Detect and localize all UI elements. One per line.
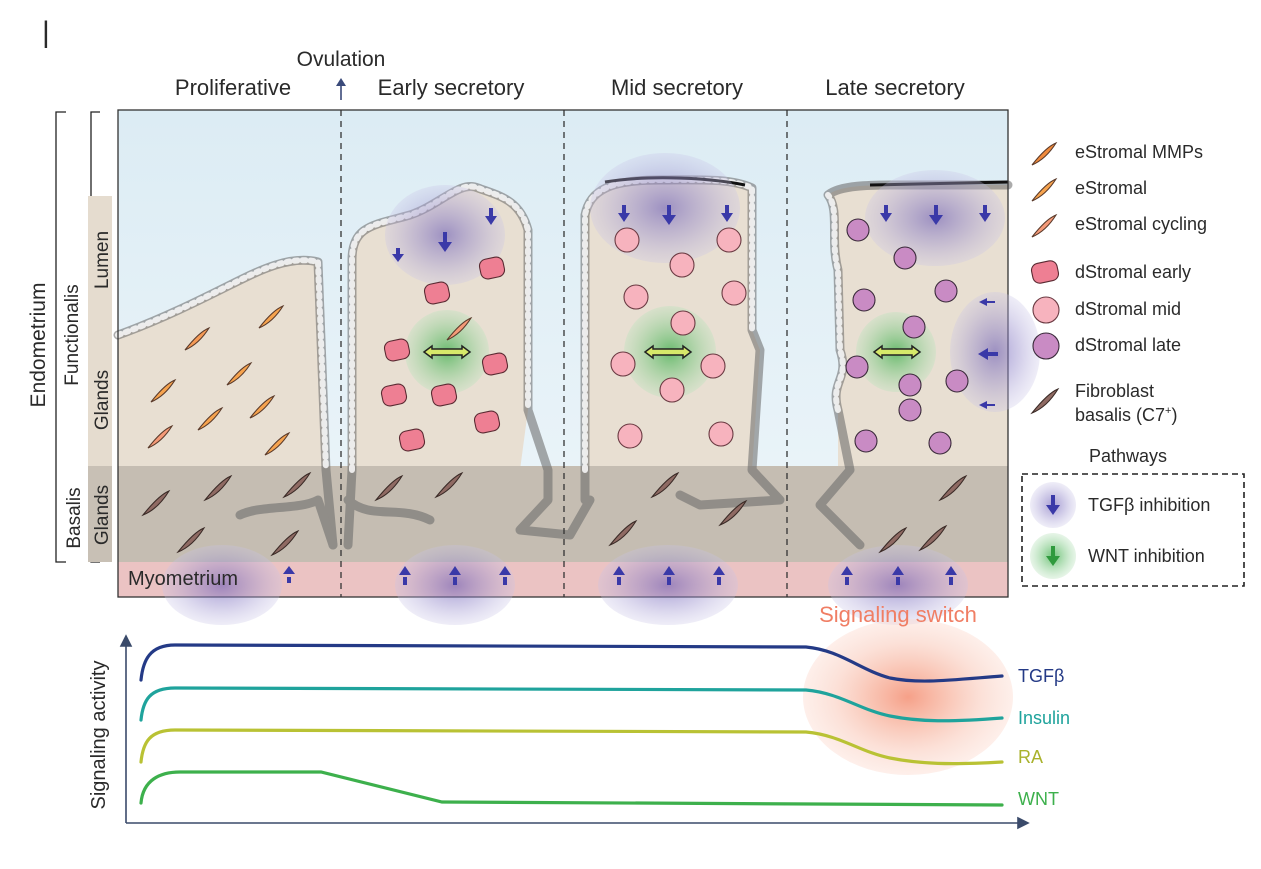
phase-late-secretory: Late secretory [825,75,964,100]
label-band-basalis [88,466,112,562]
dstromal-early-cells [380,256,509,452]
svg-text:dStromal mid: dStromal mid [1075,299,1181,319]
legend-item-dstromal-mid: dStromal mid [1032,296,1181,324]
label-band-functionalis [88,196,112,466]
panel-marker: | [42,16,50,49]
estromal-cells [147,304,473,456]
glands-label-upper: Glands [92,370,113,430]
cell-legend: eStromal MMPs eStromal eStromal cycling … [1030,141,1207,425]
myometrium-label: Myometrium [128,568,238,590]
phase-proliferative: Proliferative [175,75,291,100]
pathways-title: Pathways [1089,446,1167,466]
tgfb-inhibition-icon [1030,482,1076,528]
estromal-cell-icon [1031,177,1058,202]
lumen-label: Lumen [92,231,113,289]
basalis-label: Basalis [64,487,85,548]
functionalis-label: Functionalis [62,284,83,385]
svg-text:dStromal early: dStromal early [1075,262,1191,282]
tissue-panel [113,109,1040,625]
signaling-chart: Signaling switch Signaling activity TGFβ… [88,602,1070,830]
series-line-tgfb [139,643,1004,683]
phase-early-secretory: Early secretory [378,75,525,100]
legend-item-tgfb-inhibition: TGFβ inhibition [1030,482,1210,528]
estromal-cycling-cell-icon [1031,213,1058,238]
signaling-switch-zone [803,619,1013,775]
legend-item-estromal: eStromal [1031,177,1147,202]
legend-item-wnt-inhibition: WNT inhibition [1030,533,1205,579]
dstromal-mid-cells [610,227,747,449]
legend-item-estromal-mmps: eStromal MMPs [1031,141,1203,166]
series-line-insulin [139,686,1004,723]
dstromal-early-cell-icon [1030,260,1060,284]
svg-text:eStromal cycling: eStromal cycling [1075,214,1207,234]
svg-text:eStromal: eStromal [1075,178,1147,198]
y-axis-label: Signaling activity [88,661,110,810]
svg-text:basalis (C7+): basalis (C7+) [1075,405,1177,425]
endometrium-label: Endometrium [27,283,50,408]
series-line-ra [139,728,1004,766]
svg-text:Fibroblast: Fibroblast [1075,381,1154,401]
fibroblast-cells [141,471,968,557]
series-label-ra: RA [1018,747,1043,767]
wnt-inhibition-icon [1030,533,1076,579]
dstromal-late-cell-icon [1032,332,1060,360]
dstromal-mid-cell-icon [1032,296,1060,324]
estromal-mmps-cell-icon [1031,141,1058,166]
legend-item-dstromal-late: dStromal late [1032,332,1181,360]
dstromal-late-cells [845,218,969,455]
svg-text:TGFβ inhibition: TGFβ inhibition [1088,495,1210,515]
svg-text:eStromal MMPs: eStromal MMPs [1075,142,1203,162]
fibroblast-cell-icon [1030,387,1060,415]
signaling-switch-label: Signaling switch [819,602,977,627]
legend-item-dstromal-early: dStromal early [1030,260,1191,284]
glands-label-lower: Glands [92,485,113,545]
svg-text:WNT inhibition: WNT inhibition [1088,546,1205,566]
endometrium-bracket [55,111,66,563]
ovulation-label: Ovulation [297,48,386,71]
pathways-legend-box [1021,473,1245,587]
legend-item-estromal-cycling: eStromal cycling [1031,213,1207,238]
legend-item-fibroblast: Fibroblast basalis (C7+) [1030,381,1177,425]
series-label-wnt: WNT [1018,789,1059,809]
series-line-wnt [139,770,1004,807]
interaction-arrows [422,344,922,360]
ovulation-arrow-icon [336,78,346,100]
phase-mid-secretory: Mid secretory [611,75,743,100]
chart-axes [119,634,1030,830]
series-label-tgfb: TGFβ [1018,666,1064,686]
svg-text:dStromal late: dStromal late [1075,335,1181,355]
series-label-insulin: Insulin [1018,708,1070,728]
tgfb-arrows [283,205,998,585]
